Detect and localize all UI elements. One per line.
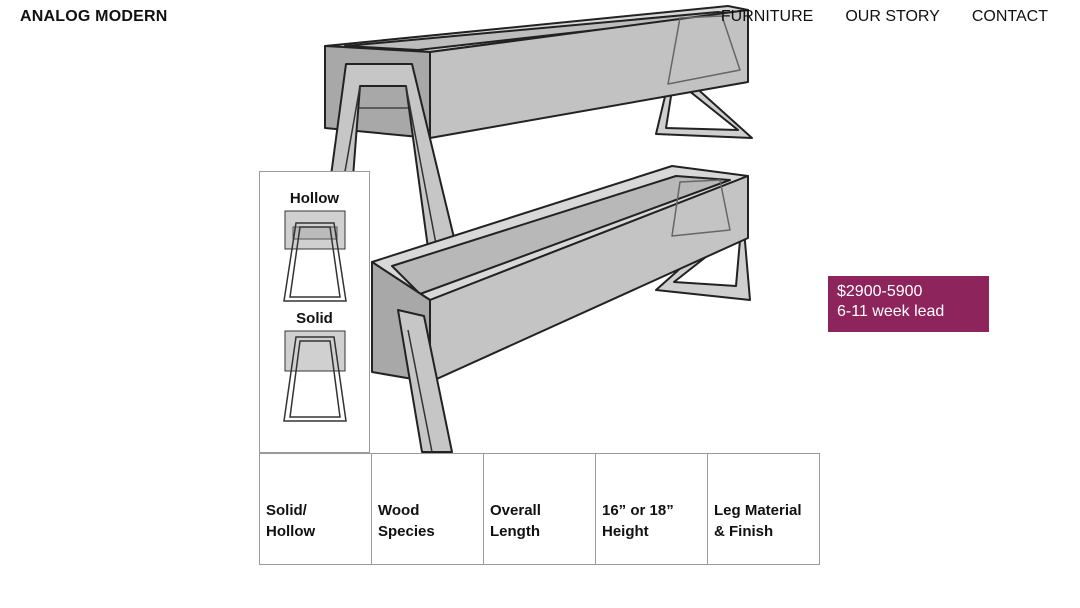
brand-logo[interactable]: ANALOG MODERN [20,8,168,25]
lead-time: 6-11 week lead [837,303,945,320]
price-badge: $2900-5900 6-11 week lead [828,276,989,332]
solid-option[interactable]: Solid [260,310,369,425]
price-range: $2900-5900 [837,283,923,300]
tile-wood-species[interactable]: Wood Species [371,453,484,565]
tile-solid-hollow[interactable]: Solid/ Hollow [259,453,372,565]
hollow-option-label: Hollow [289,190,340,207]
tile-leg-material-finish[interactable]: Leg Material & Finish [707,453,820,565]
tile-label: Wood Species [378,502,435,540]
hollow-leg-icon [282,210,347,302]
tile-label: Leg Material & Finish [714,502,802,540]
hollow-option[interactable]: Hollow [260,190,369,305]
main-nav: FURNITURE OUR STORY CONTACT [721,8,1048,26]
tile-overall-length[interactable]: Overall Length [483,453,596,565]
nav-contact[interactable]: CONTACT [971,8,1048,25]
nav-our-story[interactable]: OUR STORY [845,8,940,25]
tile-height[interactable]: 16” or 18” Height [595,453,708,565]
tile-label: 16” or 18” Height [602,502,674,540]
nav-furniture[interactable]: FURNITURE [720,8,814,25]
leg-style-options-panel: Hollow Solid [259,171,370,453]
solid-option-label: Solid [296,310,333,327]
tile-label: Overall Length [490,502,541,540]
configuration-tiles: Solid/ Hollow Wood Species Overall Lengt… [259,453,820,565]
solid-leg-icon [282,330,347,422]
tile-label: Solid/ Hollow [266,502,316,540]
